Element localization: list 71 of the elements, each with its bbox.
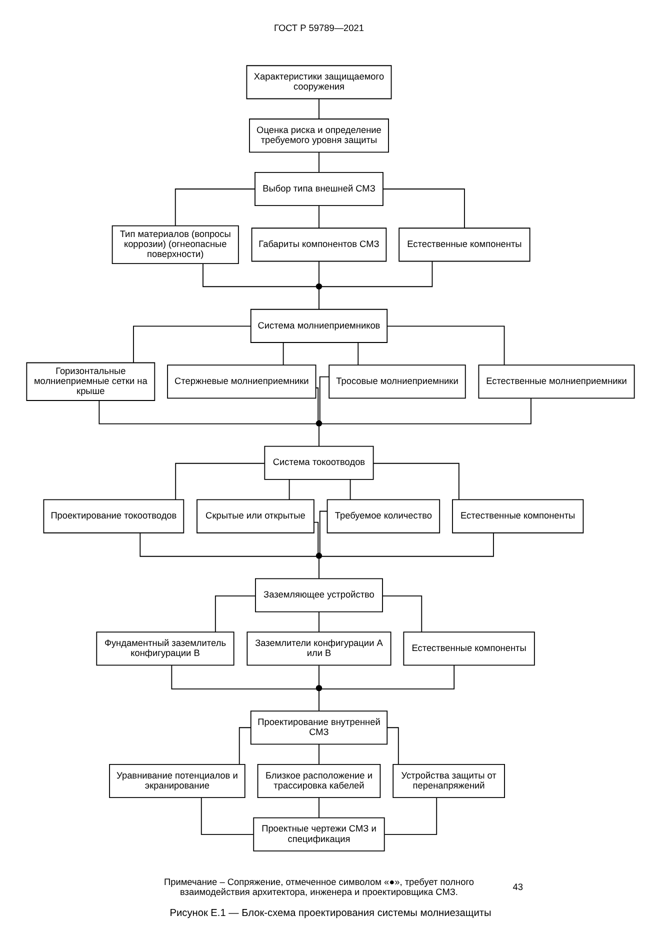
connector	[202, 263, 317, 288]
node-box: Заземляющее устройство	[255, 578, 383, 612]
node-dot	[316, 552, 322, 559]
connector	[318, 744, 320, 765]
node-box: Проектирование токоотводов	[43, 499, 184, 534]
node-box: Требуемое количество	[326, 499, 440, 534]
node-box: Габариты компонентов СМЗ	[251, 228, 387, 262]
node-box: Система молниеприемников	[250, 308, 388, 343]
connector	[214, 596, 256, 632]
node-box: Близкое расположение и трассировка кабелей	[257, 764, 381, 798]
label: 43	[512, 882, 523, 892]
node-box: Естественные молниеприемники	[478, 364, 635, 399]
connector	[318, 152, 320, 173]
connector	[319, 376, 330, 422]
connector	[318, 611, 320, 632]
connector	[318, 558, 320, 579]
node-box: Естественные компоненты	[398, 228, 530, 262]
connector	[319, 510, 328, 554]
node-box: Горизонтальные молниеприемные сетки на крыше	[26, 362, 156, 401]
caption: Рисунок Е.1 — Блок-схема проектирования системы молниезащиты	[170, 908, 492, 920]
connector	[350, 479, 351, 500]
connector	[321, 398, 532, 424]
node-box: Устройства защиты от перенапряжений	[392, 764, 505, 798]
node-box: Тип материалов (вопросы коррозии) (огнеопасные поверхности)	[112, 225, 239, 264]
node-box: Стержневые молниеприемники	[167, 364, 316, 399]
node-box: Естественные компоненты	[403, 632, 535, 666]
node-box: Система токоотводов	[264, 446, 374, 480]
node-box: Проектирование внутренней СМЗ	[250, 710, 388, 745]
node-box: Скрытые или открытые	[196, 499, 314, 534]
connector	[386, 326, 505, 366]
connector	[171, 664, 317, 690]
connector	[358, 342, 359, 366]
connector	[133, 326, 252, 364]
connector	[382, 188, 465, 228]
connector	[314, 522, 319, 554]
connector	[200, 797, 254, 835]
connector	[321, 532, 494, 557]
connector	[321, 664, 455, 690]
node-box: Характеристики защищаемого сооружения	[246, 65, 392, 100]
label: Примечание – Сопряжение, отмеченное символом «●», требует полного взаимодействия архитектора, инженера и проектировщика СМЗ.	[164, 877, 474, 898]
connector	[318, 98, 320, 120]
node-box: Фундаментный заземлитель конфигурации В	[96, 632, 234, 666]
node-dot	[316, 685, 322, 692]
connector	[318, 797, 320, 818]
node-box: Уравнивание потенциалов и экранирование	[109, 764, 246, 798]
node-dot	[316, 420, 322, 427]
node-box: Проектные чертежи СМЗ и спецификация	[253, 817, 385, 852]
connector	[373, 462, 460, 500]
node-box: Естественные компоненты	[452, 499, 584, 534]
connector	[384, 797, 438, 835]
node-dot	[316, 283, 322, 290]
connector	[318, 288, 320, 310]
connector	[318, 426, 320, 447]
connector	[321, 261, 433, 288]
connector	[140, 532, 317, 557]
connector	[98, 400, 317, 424]
connector	[382, 596, 422, 632]
node-box: Оценка риска и определение требуемого уровня защиты	[249, 118, 389, 153]
node-box: Выбор типа внешней СМЗ	[254, 172, 384, 206]
connector	[175, 462, 265, 500]
connector	[318, 665, 320, 686]
connector	[318, 690, 320, 712]
connector	[282, 342, 284, 366]
connector	[315, 387, 319, 422]
label: ГОСТ Р 59789—2021	[274, 23, 364, 34]
node-box: Заземлители конфигурации А или В	[246, 632, 392, 666]
node-box: Тросовые молниеприемники	[328, 364, 466, 399]
connector	[288, 479, 290, 500]
connector	[174, 188, 256, 226]
connector	[318, 260, 320, 284]
connector	[318, 205, 320, 228]
